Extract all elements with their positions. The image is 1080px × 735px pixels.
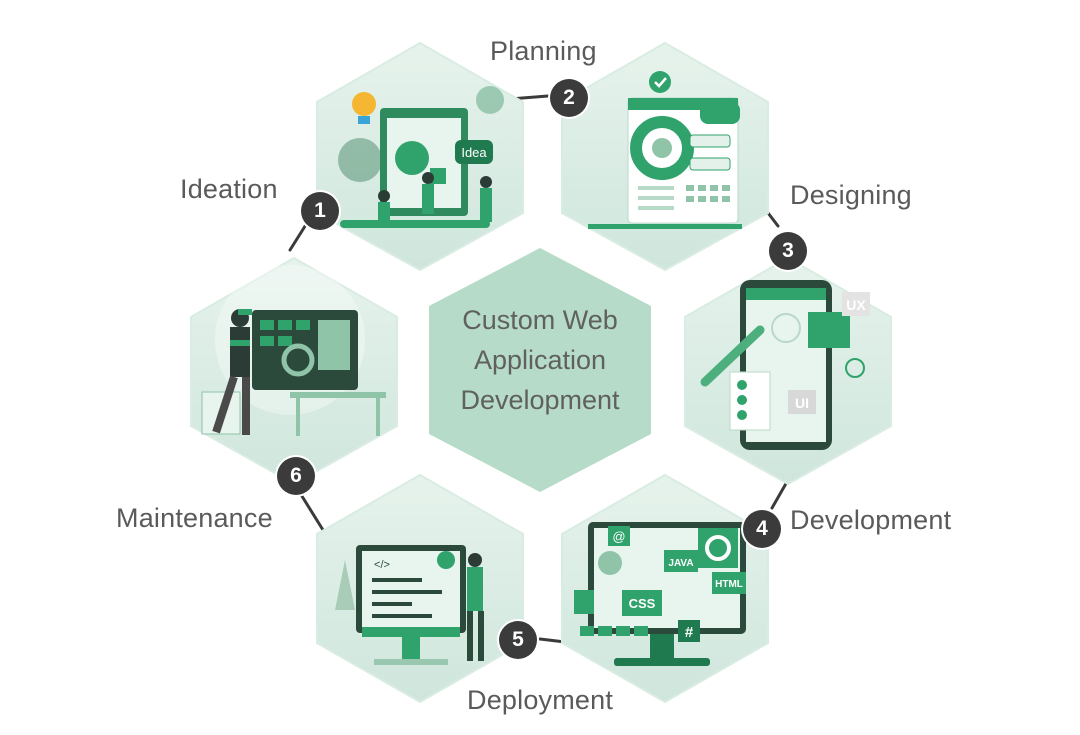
step-label-designing: Designing xyxy=(790,180,912,210)
ux-text: UX xyxy=(846,297,866,313)
step-label-maintenance: Maintenance xyxy=(116,503,273,533)
hexagon-deployment: </> xyxy=(316,473,524,704)
hexagon-planning xyxy=(561,41,769,272)
java-text: JAVA xyxy=(668,558,693,569)
planning-illustration xyxy=(588,71,742,229)
center-title: Custom Web Application Development xyxy=(420,300,660,420)
html-text: HTML xyxy=(715,579,743,590)
designing-illustration: UX UI xyxy=(700,280,870,450)
code-tag-text: </> xyxy=(374,559,390,571)
hash-text: # xyxy=(685,624,694,641)
ideation-illustration: Idea xyxy=(338,86,504,228)
connector-6-1 xyxy=(288,221,309,252)
step-badge-3: 3 xyxy=(769,232,807,270)
connector-5-6 xyxy=(298,491,325,532)
step-label-development: Development xyxy=(790,505,952,535)
step-badge-1: 1 xyxy=(301,192,339,230)
step-badge-4: 4 xyxy=(743,510,781,548)
center-title-line-2: Application xyxy=(473,345,607,375)
at-text: @ xyxy=(612,529,625,544)
step-badge-5: 5 xyxy=(499,621,537,659)
center-title-line-1: Custom Web xyxy=(462,305,618,335)
step-label-deployment: Deployment xyxy=(467,685,614,715)
connector-3-4 xyxy=(770,478,790,510)
connector-4-5 xyxy=(538,637,567,644)
hexagon-ideation: Idea xyxy=(316,41,524,272)
step-badge-6: 6 xyxy=(277,457,315,495)
step-label-planning: Planning xyxy=(490,36,597,66)
center-hexagon xyxy=(429,248,651,492)
hexagon-development: @ JAVA HTML CSS # xyxy=(561,473,769,704)
center-title-line-3: Development xyxy=(460,385,620,415)
css-text: CSS xyxy=(629,596,656,611)
ui-text: UI xyxy=(795,395,809,411)
step-badge-2: 2 xyxy=(550,79,588,117)
development-illustration: @ JAVA HTML CSS # xyxy=(574,522,746,666)
hexagon-designing: UX UI xyxy=(684,256,892,486)
idea-text: Idea xyxy=(461,145,487,160)
deployment-illustration: </> xyxy=(335,545,484,665)
maintenance-illustration xyxy=(201,265,386,436)
hexagon-maintenance xyxy=(190,256,398,486)
step-label-ideation: Ideation xyxy=(180,174,278,204)
